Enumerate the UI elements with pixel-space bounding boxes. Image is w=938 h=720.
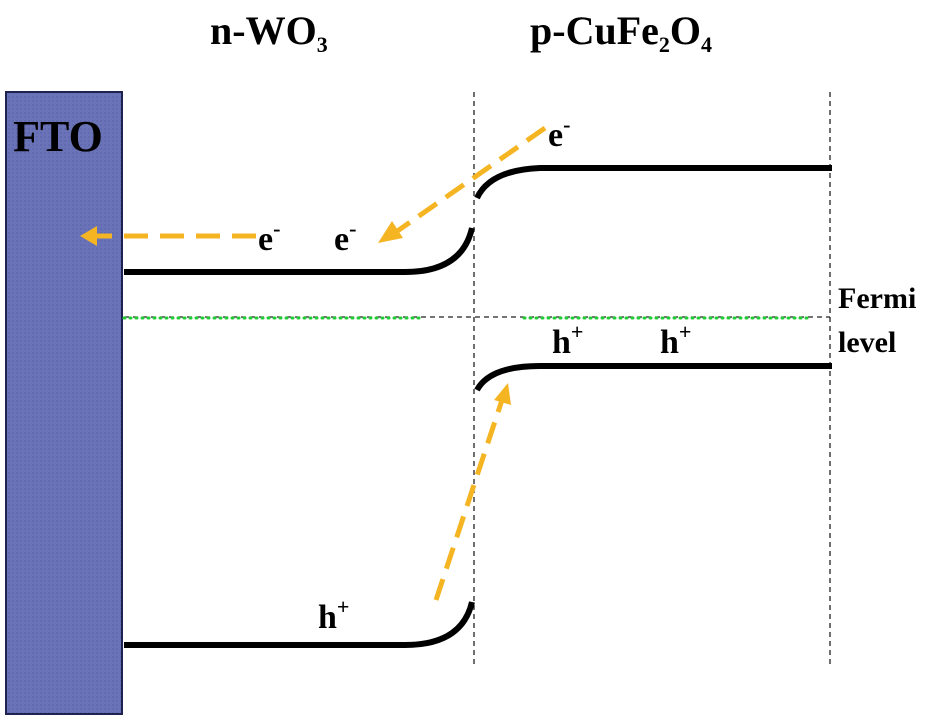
fto-label: FTO bbox=[13, 112, 103, 161]
fto-substrate bbox=[5, 91, 123, 715]
electron-label-p-type: e- bbox=[548, 112, 570, 154]
electron-transfer-arrowhead bbox=[378, 221, 403, 243]
hole-label-wo3: h+ bbox=[318, 594, 349, 636]
hole-transfer-arrowhead bbox=[494, 383, 511, 405]
hole-transfer-arrow bbox=[433, 399, 505, 601]
electron-label-wo3-2: e- bbox=[334, 216, 356, 258]
n-wo3-conduction-band bbox=[124, 227, 475, 275]
hole-label-p-type-1: h+ bbox=[552, 319, 583, 361]
p-cufe2o4-title: p-CuFe2O4 bbox=[530, 8, 712, 57]
n-wo3-valence-band bbox=[124, 601, 475, 648]
hole-label-p-type-2: h+ bbox=[660, 319, 691, 361]
p-cufe2o4-valence-band bbox=[474, 363, 832, 392]
electron-label-wo3-1: e- bbox=[258, 216, 280, 258]
electron-collection-arrowhead bbox=[80, 226, 97, 246]
fermi-label-line1: Fermi bbox=[838, 282, 916, 315]
fermi-label-line2: level bbox=[838, 326, 896, 359]
n-wo3-title: n-WO3 bbox=[210, 8, 328, 57]
electron-transfer-arrow bbox=[394, 125, 547, 235]
p-cufe2o4-conduction-band bbox=[474, 165, 832, 200]
